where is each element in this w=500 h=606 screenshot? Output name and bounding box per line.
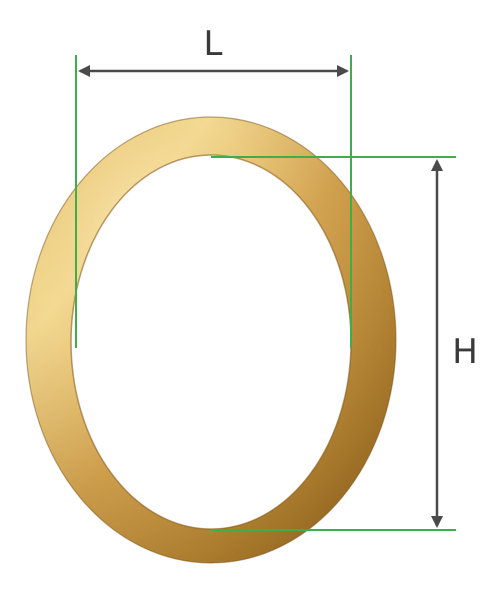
guide-lines <box>75 55 456 531</box>
dimension-arrows <box>78 65 443 528</box>
oval-ring-shine <box>26 117 396 563</box>
height-label: H <box>452 332 478 372</box>
width-label: L <box>204 24 223 64</box>
oval-inner-edge <box>70 154 352 530</box>
oval-frame <box>25 116 397 564</box>
oval-outer-edge <box>25 116 397 564</box>
